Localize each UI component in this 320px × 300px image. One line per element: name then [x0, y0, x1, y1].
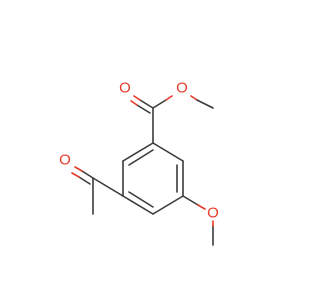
bond-acetyl-c-o-double-b — [78, 176, 91, 185]
ester-group: O O — [119, 80, 214, 144]
methoxy-group: O — [182, 195, 219, 246]
bond-ring-to-methoxy-oxygen — [182, 195, 199, 206]
structure-diagram: O O O O — [59, 80, 219, 246]
ester-carbonyl-oxygen-label: O — [119, 80, 131, 97]
bond-ring-to-methoxy-oxygen-red — [197, 204, 206, 210]
bond-ester-c-o-single-red — [165, 95, 173, 101]
ring-bond-c4-c5 — [122, 195, 154, 215]
ketone-oxygen-label: O — [59, 152, 71, 169]
ring-bond-c6-c1 — [122, 142, 154, 162]
bond-acetyl-c-o-double-a-red — [74, 166, 83, 172]
bond-ester-c-o-double-a — [139, 99, 154, 109]
bond-ester-c-o-double-a-red — [133, 95, 141, 101]
ring-bond-c3-c4 — [152, 195, 184, 215]
ring-bond-c6-c1-inner — [128, 149, 154, 166]
bond-acetyl-c-o-double-b-red — [71, 172, 80, 178]
ester-oxygen-label: O — [176, 80, 188, 97]
bond-ester-c-o-double-b-red — [130, 100, 138, 106]
acetyl-group: O — [59, 152, 124, 215]
molecule-canvas: O O O O — [59, 80, 219, 246]
bond-ring-to-acetyl-carbon — [92, 177, 124, 197]
bond-ester-c-o-single — [152, 99, 167, 109]
bond-acetyl-c-o-double-a — [81, 170, 94, 179]
benzene-ring — [122, 142, 184, 215]
bond-ester-o-methyl — [196, 99, 214, 109]
bond-ester-o-methyl-red — [190, 95, 198, 101]
bond-ester-c-o-double-b — [136, 104, 151, 114]
ring-bond-c1-c2 — [152, 142, 184, 162]
ring-bond-c4-c5-inner — [128, 191, 154, 208]
methoxy-oxygen-label: O — [207, 205, 219, 222]
